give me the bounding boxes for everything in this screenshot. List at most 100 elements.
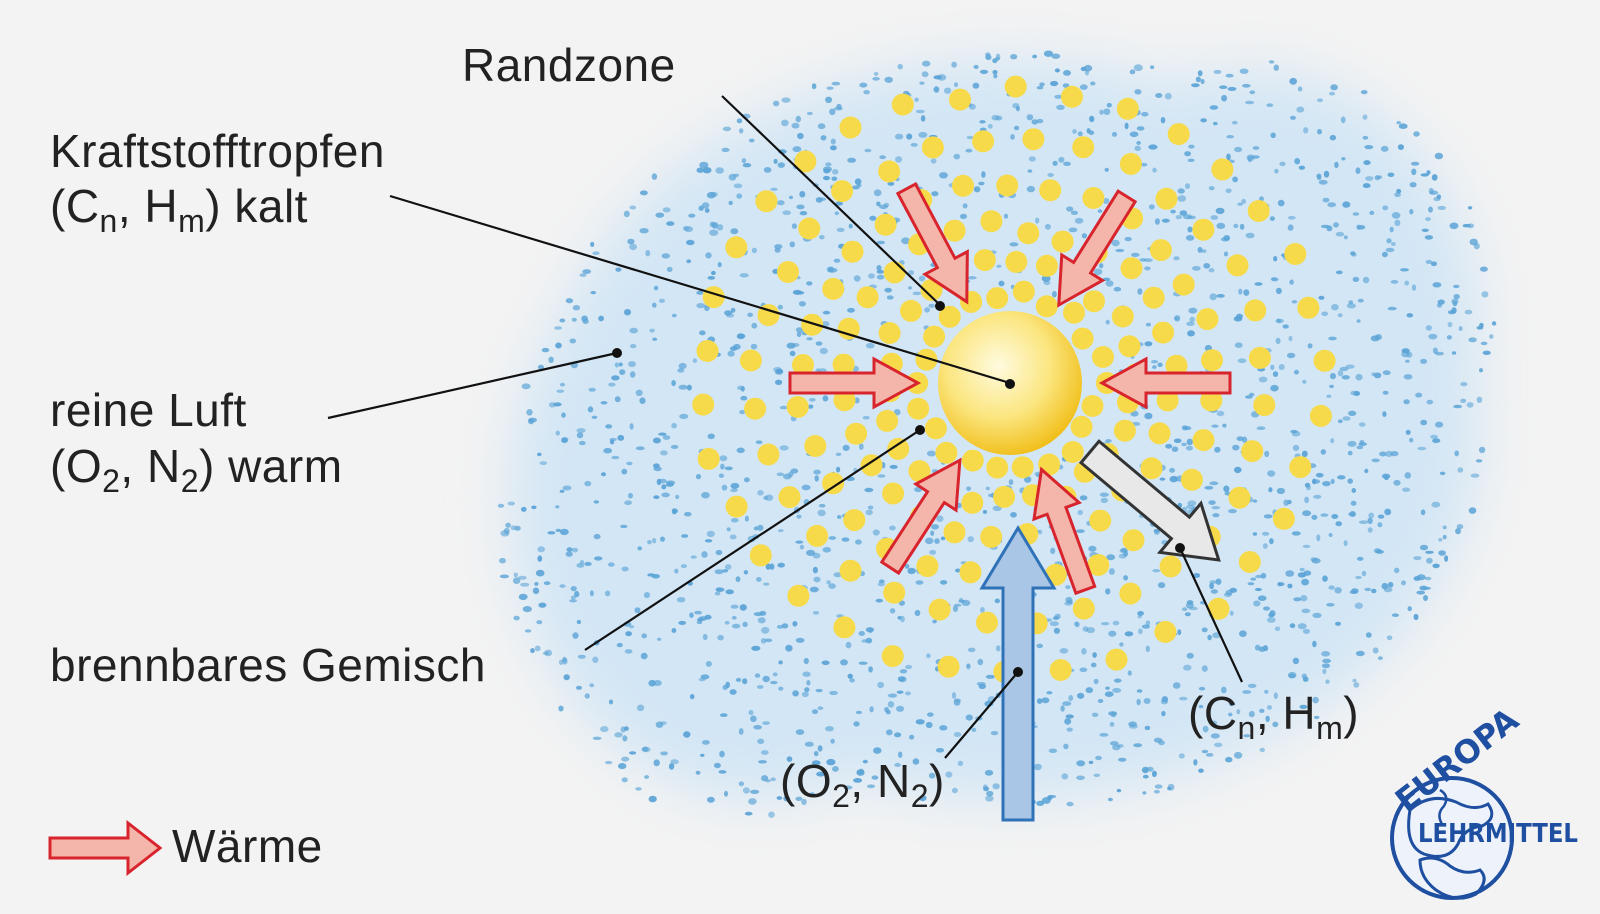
air-dot <box>1170 209 1176 214</box>
air-dot <box>1177 188 1185 194</box>
air-dot <box>534 645 541 652</box>
air-dot <box>1075 621 1080 628</box>
air-dot <box>1222 423 1227 428</box>
air-dot <box>507 501 516 506</box>
air-dot <box>1420 173 1429 177</box>
mixture-dot <box>792 354 814 376</box>
air-dot <box>1355 575 1362 580</box>
air-dot <box>1105 280 1114 287</box>
air-dot <box>821 321 830 327</box>
mixture-dot <box>725 495 748 518</box>
mixture-dot <box>1148 422 1171 445</box>
air-dot <box>592 656 599 664</box>
air-dot <box>833 258 841 263</box>
air-dot <box>1061 773 1069 780</box>
air-dot <box>1301 450 1308 458</box>
air-dot <box>1174 315 1181 322</box>
air-dot <box>576 428 586 433</box>
air-dot <box>761 775 769 782</box>
mixture-dot <box>993 485 1016 508</box>
air-dot <box>1335 270 1343 275</box>
air-dot <box>742 787 750 794</box>
air-dot <box>770 680 778 685</box>
air-dot <box>1335 521 1342 527</box>
air-dot <box>724 564 732 570</box>
air-dot <box>1302 628 1310 634</box>
air-dot <box>826 758 836 766</box>
mixture-dot <box>833 389 856 412</box>
mixture-dot <box>916 555 939 578</box>
air-dot <box>1105 588 1111 595</box>
air-dot <box>611 455 620 460</box>
mixture-dot <box>1017 222 1040 245</box>
air-dot <box>1345 364 1355 369</box>
air-dot <box>621 468 628 475</box>
mixture-dot <box>860 454 883 477</box>
air-dot <box>704 614 712 620</box>
air-dot <box>804 687 810 693</box>
air-dot <box>1015 106 1020 112</box>
air-dot <box>1232 120 1238 125</box>
air-dot <box>730 488 738 493</box>
air-dot <box>579 560 585 565</box>
air-dot <box>777 529 784 533</box>
air-dot <box>675 494 680 500</box>
air-dot <box>1330 372 1336 380</box>
air-dot <box>802 671 811 677</box>
air-dot <box>1234 466 1242 474</box>
air-dot <box>1394 567 1400 574</box>
air-dot <box>992 505 1002 511</box>
air-dot <box>618 362 623 367</box>
air-dot <box>817 706 824 710</box>
air-dot <box>772 100 780 107</box>
air-dot <box>1387 581 1394 588</box>
air-dot <box>1160 117 1166 124</box>
air-dot <box>1482 350 1491 355</box>
air-dot <box>992 70 998 75</box>
air-dot <box>497 503 505 508</box>
air-dot <box>701 202 710 209</box>
air-dot <box>781 623 789 629</box>
air-dot <box>806 111 813 116</box>
air-dot <box>1451 298 1459 305</box>
air-dot <box>940 536 946 541</box>
air-dot <box>681 534 689 538</box>
air-dot <box>710 191 718 197</box>
air-dot <box>959 597 964 603</box>
air-dot <box>1097 209 1103 213</box>
mixture-dot <box>883 581 906 604</box>
air-dot <box>683 731 691 738</box>
air-dot <box>1253 600 1261 607</box>
air-dot <box>995 645 1001 652</box>
air-dot <box>962 203 968 209</box>
air-dot <box>1358 442 1367 446</box>
air-dot <box>1425 217 1431 222</box>
air-dot <box>1027 169 1033 173</box>
air-dot <box>815 688 823 693</box>
air-dot <box>876 265 882 271</box>
air-dot <box>1296 106 1305 113</box>
air-dot <box>1269 538 1274 545</box>
mixture-dot <box>1152 321 1175 344</box>
air-dot <box>760 750 769 755</box>
air-dot <box>1370 335 1380 342</box>
air-dot <box>555 430 560 436</box>
air-dot <box>1068 695 1074 702</box>
air-dot <box>1386 238 1392 244</box>
air-dot <box>1134 89 1142 95</box>
air-dot <box>1320 449 1327 455</box>
air-dot <box>985 795 994 802</box>
heat-arrow-icon <box>48 819 163 877</box>
air-dot <box>699 161 709 169</box>
air-dot <box>1177 629 1182 636</box>
air-dot <box>1270 384 1279 392</box>
air-dot <box>1420 419 1428 426</box>
mixture-dot <box>1022 128 1045 151</box>
air-dot <box>1103 198 1110 204</box>
mixture-dot <box>1154 620 1177 643</box>
air-dot <box>559 528 569 536</box>
air-dot <box>1081 648 1087 655</box>
mixture-dot <box>749 544 772 567</box>
air-dot <box>1187 500 1197 507</box>
air-dot <box>906 133 913 140</box>
